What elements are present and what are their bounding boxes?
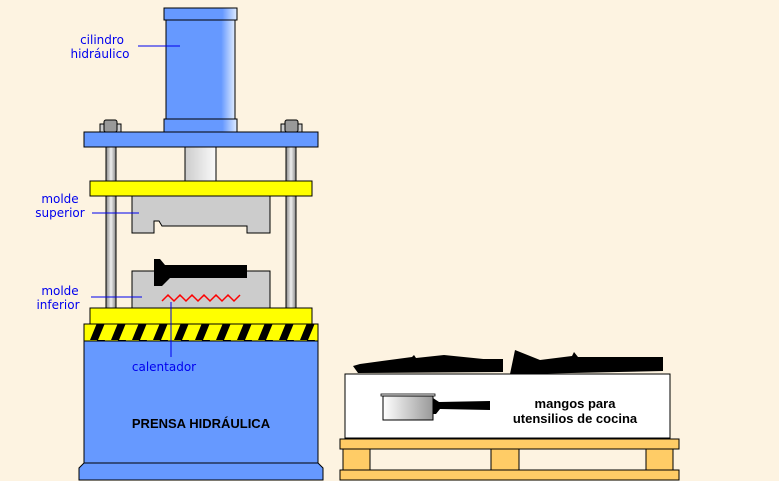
hazard-stripe <box>83 323 319 342</box>
upper-mold-label-1: molde <box>41 192 78 206</box>
product-label-2: utensilios de cocina <box>513 411 638 426</box>
heater-label: calentador <box>132 360 196 374</box>
press-label: PRENSA HIDRÁULICA <box>132 416 271 431</box>
upper-platen <box>89 180 313 197</box>
press-base <box>83 340 319 464</box>
upper-mold <box>131 195 271 234</box>
heater-coil <box>161 293 241 303</box>
pallet <box>339 438 680 481</box>
stacked-handles <box>353 350 663 374</box>
upper-mold-label-2: superior <box>35 206 84 220</box>
nut-right <box>280 119 303 133</box>
top-plate <box>83 131 319 148</box>
press-foot <box>78 462 324 481</box>
guide-rod-left <box>105 146 117 309</box>
lower-mold-label-1: molde <box>41 284 78 298</box>
lower-platen <box>89 307 313 325</box>
guide-rod-right <box>285 146 297 309</box>
hydraulic-cylinder <box>163 7 238 133</box>
piston-rod <box>184 146 217 182</box>
handle-in-mold <box>154 259 247 286</box>
saucepan-icon <box>380 393 490 421</box>
nut-left <box>99 119 122 133</box>
product-label-1: mangos para <box>535 396 617 411</box>
cylinder-label-1: cilindro <box>80 33 124 47</box>
lower-mold-label-2: inferior <box>36 298 79 312</box>
cylinder-label-2: hidráulico <box>70 47 129 61</box>
